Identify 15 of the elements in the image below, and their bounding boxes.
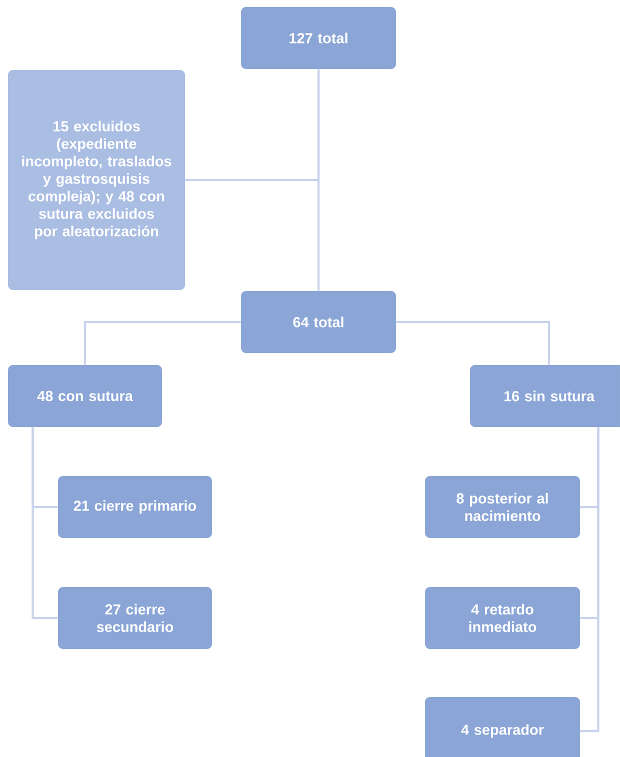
connector-line bbox=[185, 69, 320, 182]
process-box: 27 cierre secundario bbox=[58, 587, 212, 649]
connector-line bbox=[84, 320, 241, 365]
process-box: 16 sin sutura bbox=[470, 365, 620, 427]
process-box: 21 cierre primario bbox=[58, 476, 212, 538]
connector-line bbox=[32, 427, 58, 620]
process-box: 48 con sutura bbox=[8, 365, 162, 427]
process-box: 4 separador bbox=[425, 697, 580, 757]
process-box: 64 total bbox=[241, 291, 396, 353]
process-box: 8 posterior al nacimiento bbox=[425, 476, 580, 538]
connector-line bbox=[580, 427, 600, 732]
process-box: 4 retardo inmediato bbox=[425, 587, 580, 649]
process-box: 15 excluidos (expediente incompleto, traslados y gastrosquisis compleja); y 48 con sutura excluidos por aleatorización bbox=[8, 70, 185, 290]
connector-line bbox=[396, 320, 550, 365]
process-box: 127 total bbox=[241, 7, 396, 69]
